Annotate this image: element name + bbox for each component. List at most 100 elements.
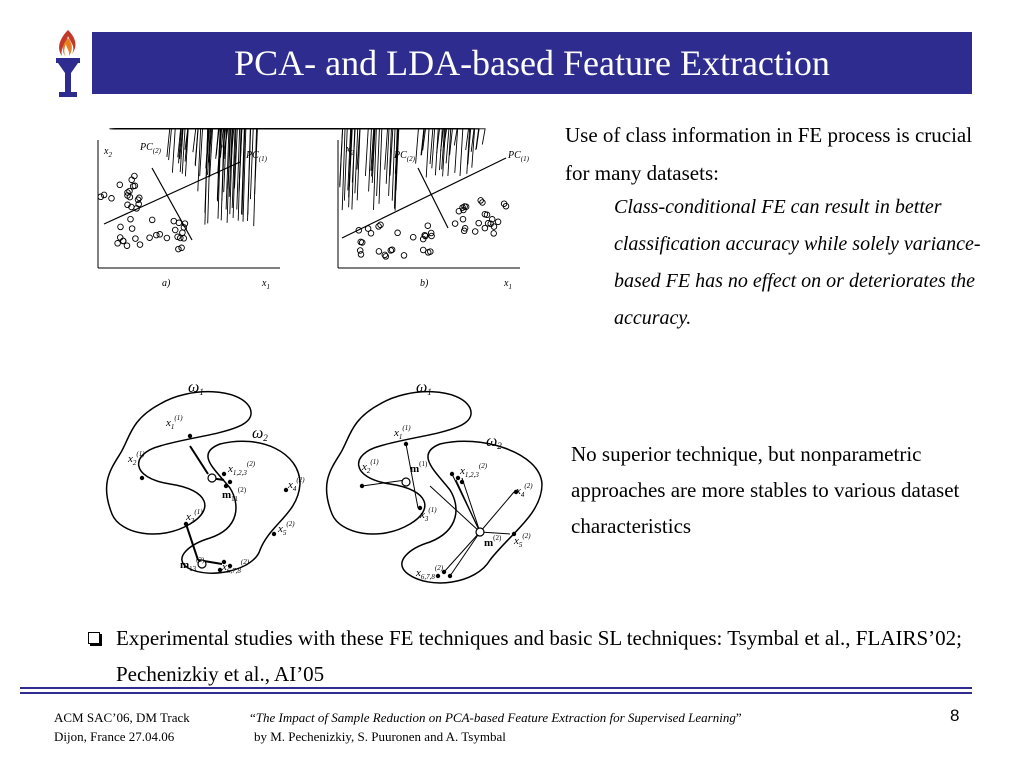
circle-marker <box>358 239 366 246</box>
circle-marker <box>180 235 188 242</box>
nonparametric-class-figure: ω1 ω2 ω1 ω2 x1(1) x2(1) x3(1) x1,2,3(2) … <box>105 379 543 584</box>
circle-marker <box>419 246 427 254</box>
omega1-right: ω1 <box>416 379 432 397</box>
circle-marker <box>490 230 497 237</box>
circle-marker <box>174 233 181 241</box>
circle-marker <box>100 191 108 199</box>
plot-a-x-label: x1 <box>261 278 270 291</box>
circle-marker <box>455 207 463 215</box>
circle-marker <box>494 218 502 226</box>
plot-a-pc2-label: PC(2) <box>139 142 162 155</box>
footer-quote-close: ” <box>735 710 742 725</box>
r-x123: x1,2,3(2) <box>459 462 488 479</box>
footer-quote-open: “ <box>250 710 256 725</box>
right-panel-points <box>359 441 519 579</box>
circle-marker <box>400 252 408 259</box>
circle-marker <box>460 206 467 214</box>
circle-marker <box>355 227 363 234</box>
circle-marker <box>175 245 182 253</box>
circle-marker <box>116 181 124 189</box>
paragraph-class-conditional: Class-conditional FE can result in bette… <box>614 196 981 329</box>
circle-marker <box>479 199 486 206</box>
circle-marker <box>460 227 468 235</box>
title-bar: PCA- and LDA-based Feature Extraction <box>92 32 972 94</box>
circle-marker <box>481 224 489 232</box>
plot-b-pc1-label: PC(1) <box>507 150 530 163</box>
cross-marker <box>157 129 227 195</box>
plot-b: x2 PC(2) PC(1) b) x1 <box>109 129 530 291</box>
circle-marker <box>451 220 459 227</box>
plot-a-caption: a) <box>162 278 171 289</box>
l-x123: x1,2,3(2) <box>227 460 256 477</box>
circle-marker <box>180 224 188 231</box>
l-x11: x1(1) <box>165 414 183 431</box>
circle-marker <box>181 220 189 227</box>
circle-marker <box>500 200 508 207</box>
circle-marker <box>409 233 417 241</box>
circle-marker <box>377 221 384 229</box>
circle-marker <box>97 193 105 201</box>
circle-marker <box>375 223 382 230</box>
l-x678: x6,7,8(2) <box>221 558 250 575</box>
r-x678: x6,7,8(2) <box>415 564 444 581</box>
plot-b-caption: b) <box>420 278 429 289</box>
l-x52: x5(2) <box>277 520 295 537</box>
cross-marker <box>110 129 457 148</box>
r-x31: x3(1) <box>419 506 437 523</box>
plot-a-pc1-label: PC(1) <box>245 150 268 163</box>
circle-marker <box>421 231 428 239</box>
page-number: 8 <box>950 706 960 725</box>
left-panel-points <box>139 433 289 573</box>
r-x42: x4(2) <box>515 482 533 499</box>
circle-marker <box>428 232 435 240</box>
square-bullet-icon <box>88 632 100 644</box>
right-panel-lines <box>361 443 515 577</box>
r-m1: m(1) <box>410 460 428 475</box>
l-x42: x4(2) <box>287 476 305 493</box>
pca-scatter-figure: x2 PC(2) PC(1) a) x1 x2 PC(2) PC(1) b) x… <box>97 128 530 291</box>
slide-title: PCA- and LDA-based Feature Extraction <box>234 43 830 83</box>
footer-paper-title: The Impact of Sample Reduction on PCA-ba… <box>255 710 736 725</box>
circle-marker <box>126 193 134 201</box>
footer-conference-line1: ACM SAC’06, DM Track <box>54 710 190 725</box>
circle-marker <box>484 220 492 227</box>
bottom-figure-labels: ω1 ω2 ω1 ω2 x1(1) x2(1) x3(1) x1,2,3(2) … <box>127 379 533 581</box>
right-panel <box>325 390 543 584</box>
circle-marker <box>133 205 140 212</box>
l-m11: m11(2) <box>222 486 247 503</box>
circle-marker <box>131 182 139 190</box>
circle-marker <box>422 232 429 240</box>
cross-marker <box>139 129 470 177</box>
circle-marker <box>163 234 171 242</box>
circle-marker <box>123 242 131 249</box>
circle-marker <box>475 219 482 227</box>
circle-marker <box>477 197 484 204</box>
circle-marker <box>134 196 142 203</box>
plot-b-y-label: x2 <box>345 144 354 157</box>
l-m13: m13(2) <box>180 556 205 573</box>
circle-marker <box>170 217 178 225</box>
bullet-text: Experimental studies with these FE techn… <box>116 626 962 686</box>
cross-marker <box>184 129 221 222</box>
circle-marker <box>490 223 498 230</box>
plot-a-points <box>97 129 257 253</box>
plot-a: x2 PC(2) PC(1) a) x1 <box>97 129 280 291</box>
circle-marker <box>381 251 389 259</box>
circle-marker <box>488 216 496 223</box>
omega2-right: ω2 <box>486 433 502 451</box>
circle-marker <box>131 172 138 180</box>
circle-marker <box>178 244 185 252</box>
r-x52: x5(2) <box>513 532 531 549</box>
footer-rule-top <box>20 687 972 689</box>
circle-marker <box>128 176 135 184</box>
plot-b-points <box>109 129 510 260</box>
circle-marker <box>171 226 179 234</box>
omega2-left: ω2 <box>252 425 268 443</box>
circle-marker <box>481 210 489 218</box>
circle-marker <box>153 231 160 239</box>
r-x11: x1(1) <box>393 424 411 441</box>
circle-marker <box>387 247 395 254</box>
circle-marker <box>117 223 124 231</box>
footer-conference: ACM SAC’06, DM Track Dijon, France 27.04… <box>54 708 244 746</box>
circle-marker <box>179 229 186 236</box>
